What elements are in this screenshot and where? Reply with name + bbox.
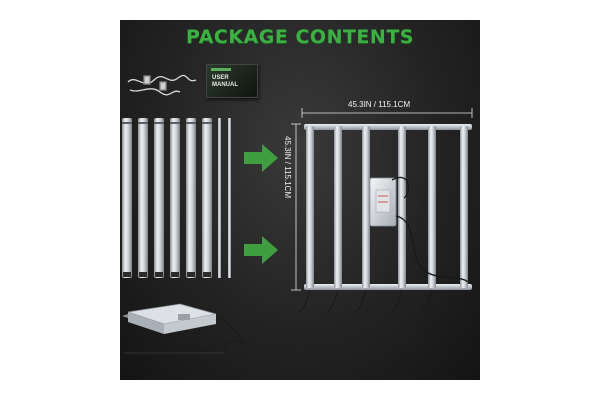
user-manual: USER MANUAL xyxy=(206,64,258,98)
manual-brand-mark xyxy=(211,68,231,71)
page-title: PACKAGE CONTENTS xyxy=(186,26,414,48)
manual-label-line2: MANUAL xyxy=(212,82,238,88)
width-dimension-line xyxy=(301,108,473,118)
package-illustration xyxy=(122,74,478,354)
led-driver-icon xyxy=(122,303,251,354)
height-dimension-label: 45.3IN / 115.1CM xyxy=(283,136,292,199)
width-dimension-label: 45.3IN / 115.1CM xyxy=(348,100,411,109)
package-contents-panel: PACKAGE CONTENTS xyxy=(120,20,480,380)
arrow-right-icon xyxy=(244,144,278,172)
height-dimension-line xyxy=(291,123,301,291)
arrow-right-icon xyxy=(244,236,278,264)
loose-light-bars xyxy=(122,118,231,278)
assembled-fixture xyxy=(299,124,478,313)
power-cable-icon xyxy=(127,74,197,96)
manual-label-line1: USER xyxy=(212,75,229,81)
